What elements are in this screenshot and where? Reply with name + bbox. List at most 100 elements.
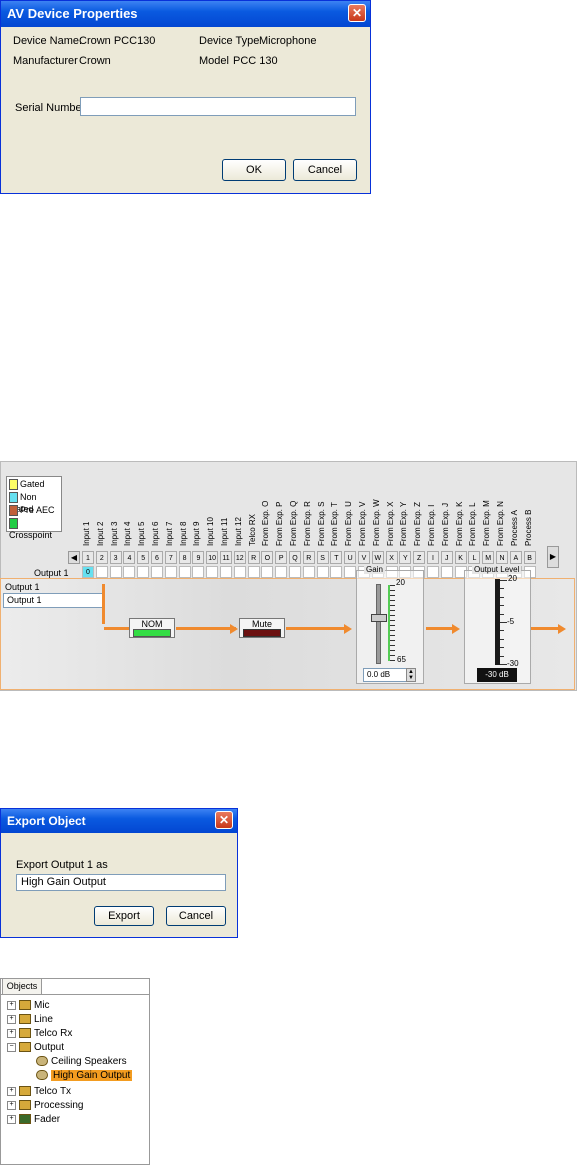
column-header-cell[interactable]: J — [440, 551, 453, 564]
column-header-cell[interactable]: 6 — [151, 551, 163, 564]
crosspoint-cell[interactable] — [330, 566, 343, 578]
tree-item-telco-rx[interactable]: +Telco Rx — [7, 1028, 72, 1040]
tree-item-mic[interactable]: +Mic — [7, 1000, 50, 1012]
column-header-cell[interactable]: 9 — [192, 551, 205, 564]
crosspoint-cell[interactable] — [275, 566, 288, 578]
gain-slider-thumb[interactable] — [371, 614, 387, 622]
tree-item-line[interactable]: +Line — [7, 1014, 53, 1026]
crosspoint-cell[interactable] — [344, 566, 357, 578]
column-header-cell[interactable]: 10 — [206, 551, 219, 564]
tree-item-telco-tx[interactable]: +Telco Tx — [7, 1086, 71, 1098]
column-header-cell[interactable]: 5 — [137, 551, 150, 564]
model-value: PCC 130 — [233, 55, 278, 67]
crosspoint-cell[interactable] — [233, 566, 246, 578]
crosspoint-cell[interactable] — [178, 566, 191, 578]
crosspoint-cell[interactable] — [440, 566, 453, 578]
crosspoint-cell[interactable] — [289, 566, 301, 578]
column-header-cell[interactable]: A — [509, 551, 522, 564]
output-title: Output 1 — [5, 582, 40, 592]
export-prompt-label: Export Output 1 as — [16, 859, 108, 871]
crosspoint-cell[interactable] — [316, 566, 329, 578]
cancel-button[interactable]: Cancel — [166, 906, 226, 926]
gated-swatch — [9, 479, 18, 491]
gain-tick — [390, 620, 395, 621]
tree-item-high-gain-output[interactable]: High Gain Output — [36, 1070, 133, 1082]
signal-arrow-1 — [104, 627, 129, 630]
crosspoint-cell[interactable] — [220, 566, 232, 578]
crosspoint-cell[interactable] — [123, 566, 136, 578]
tree-item-ceiling-speakers[interactable]: Ceiling Speakers — [36, 1056, 127, 1068]
column-header-cell[interactable]: N — [496, 551, 508, 564]
column-header-cell[interactable]: T — [330, 551, 343, 564]
column-header-cell[interactable]: M — [482, 551, 495, 564]
column-header-cell[interactable]: K — [454, 551, 467, 564]
column-header-cell[interactable]: Z — [413, 551, 426, 564]
cancel-button[interactable]: Cancel — [293, 159, 357, 181]
crosspoint-cell[interactable] — [427, 566, 439, 578]
model-label: Model — [199, 55, 229, 67]
tab-objects[interactable]: Objects — [2, 978, 42, 994]
column-header-cell[interactable]: W — [371, 551, 384, 564]
column-header-cell[interactable]: R — [302, 551, 315, 564]
column-label: Input 7 — [164, 521, 174, 546]
column-header-cell[interactable]: B — [523, 551, 536, 564]
column-header-cell[interactable]: X — [385, 551, 398, 564]
column-header-cell[interactable]: U — [344, 551, 357, 564]
column-header-cell[interactable]: 1 — [82, 551, 94, 564]
level-tick — [500, 647, 504, 649]
crosspoint-cell[interactable] — [95, 566, 108, 578]
expand-icon: + — [7, 1000, 16, 1010]
column-header-cell[interactable]: R — [247, 551, 260, 564]
gain-spinner-icon[interactable]: ▲▼ — [406, 668, 416, 682]
nom-button[interactable]: NOM — [129, 618, 175, 638]
close-icon[interactable]: ✕ — [215, 811, 233, 829]
column-header-cell[interactable]: Q — [289, 551, 301, 564]
tree-item-processing[interactable]: +Processing — [7, 1100, 83, 1112]
ok-button[interactable]: OK — [222, 159, 286, 181]
tree-item-output[interactable]: −Output — [7, 1042, 64, 1054]
close-icon[interactable]: ✕ — [348, 4, 366, 22]
column-header-cell[interactable]: Y — [399, 551, 412, 564]
column-header-cell[interactable]: L — [468, 551, 481, 564]
column-header-cell[interactable]: P — [275, 551, 288, 564]
legend-crosspoint: Crosspoint — [9, 517, 61, 540]
export-button[interactable]: Export — [94, 906, 154, 926]
column-header-cell[interactable]: 12 — [233, 551, 246, 564]
crosspoint-cell[interactable] — [164, 566, 177, 578]
crosspoint-cell[interactable] — [109, 566, 122, 578]
column-header-cell[interactable]: 11 — [220, 551, 232, 564]
fader-icon — [19, 1114, 31, 1125]
crosspoint-cell[interactable] — [261, 566, 274, 578]
crosspoint-cell[interactable]: 0 — [82, 566, 94, 578]
crosspoint-cell[interactable] — [206, 566, 219, 578]
speaker-icon — [36, 1070, 48, 1081]
scroll-left-arrow-icon[interactable]: ◀ — [68, 551, 80, 564]
gain-slider-track[interactable] — [376, 584, 381, 664]
tree-item-fader[interactable]: +Fader — [7, 1114, 60, 1126]
gain-tick — [390, 635, 395, 636]
column-header-cell[interactable]: 4 — [123, 551, 136, 564]
column-header-cell[interactable]: 7 — [164, 551, 177, 564]
column-header-cell[interactable]: S — [316, 551, 329, 564]
crosspoint-cell[interactable] — [192, 566, 205, 578]
crosspoint-cell[interactable] — [151, 566, 163, 578]
column-label: Telco RX — [247, 513, 257, 546]
column-header-cell[interactable]: V — [358, 551, 370, 564]
column-header-cell[interactable]: O — [261, 551, 274, 564]
crosspoint-cell[interactable] — [302, 566, 315, 578]
scroll-right-arrow-icon[interactable]: ▶ — [547, 546, 559, 568]
export-name-input[interactable]: High Gain Output — [16, 874, 226, 891]
arrow-head-icon — [558, 624, 566, 634]
column-header-cell[interactable]: 2 — [95, 551, 108, 564]
crosspoint-cell[interactable] — [137, 566, 150, 578]
column-header-cell[interactable]: 8 — [178, 551, 191, 564]
column-label: Input 6 — [151, 521, 160, 546]
serial-number-input[interactable] — [80, 97, 356, 116]
output-name-input[interactable]: Output 1 — [3, 593, 103, 608]
crosspoint-swatch — [9, 518, 18, 530]
mute-button[interactable]: Mute — [239, 618, 285, 638]
crosspoint-cell[interactable] — [247, 566, 260, 578]
column-header-cell[interactable]: I — [427, 551, 439, 564]
gain-value-field[interactable]: 0.0 dB — [363, 668, 407, 682]
column-header-cell[interactable]: 3 — [109, 551, 122, 564]
